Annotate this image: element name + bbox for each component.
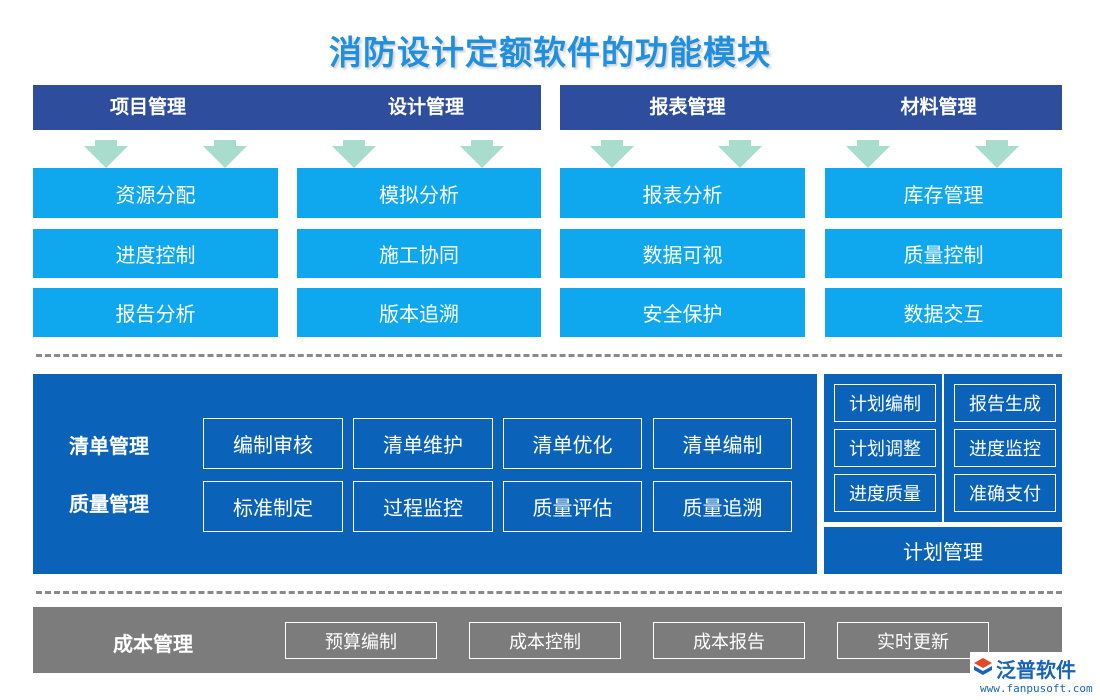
cost-management-panel: 成本管理 预算编制 成本控制 成本报告 实时更新 xyxy=(33,607,1062,673)
module-report-analytics: 报表分析 xyxy=(560,168,805,218)
item-quality-assessment: 质量评估 xyxy=(503,481,642,532)
item-standard-setting: 标准制定 xyxy=(203,481,343,532)
item-budget-compilation: 预算编制 xyxy=(285,622,437,659)
arrow-down-icon xyxy=(460,140,504,168)
item-cost-control: 成本控制 xyxy=(469,622,621,659)
module-quality-control: 质量控制 xyxy=(825,229,1062,278)
module-inventory-management: 库存管理 xyxy=(825,168,1062,218)
page-title: 消防设计定额软件的功能模块 xyxy=(329,33,771,72)
plan-panel-right: 报告生成 进度监控 准确支付 xyxy=(944,374,1062,522)
watermark-url: www.fanpusoft.com xyxy=(980,682,1093,695)
item-plan-adjustment: 计划调整 xyxy=(834,429,936,467)
arrow-down-icon xyxy=(203,140,247,168)
item-report-generation: 报告生成 xyxy=(954,384,1056,422)
label-quality-management: 质量管理 xyxy=(69,492,149,516)
watermark: 泛普软件 www.fanpusoft.com xyxy=(970,652,1096,698)
header-bar-right: 报表管理 材料管理 xyxy=(560,85,1062,130)
arrow-down-icon xyxy=(590,140,634,168)
item-progress-quality: 进度质量 xyxy=(834,474,936,512)
item-list-maintenance: 清单维护 xyxy=(353,418,493,469)
arrow-down-icon xyxy=(332,140,376,168)
item-compile-review: 编制审核 xyxy=(203,418,343,469)
header-bar-left: 项目管理 设计管理 xyxy=(33,85,541,130)
watermark-logo-text: 泛普软件 xyxy=(996,658,1076,682)
module-construction-collaboration: 施工协同 xyxy=(297,229,541,278)
fanpu-logo-icon xyxy=(972,656,994,678)
item-list-compilation: 清单编制 xyxy=(653,418,792,469)
module-security-protection: 安全保护 xyxy=(560,288,805,337)
item-process-monitoring: 过程监控 xyxy=(353,481,493,532)
module-version-tracing: 版本追溯 xyxy=(297,288,541,337)
dashed-divider xyxy=(36,591,1062,594)
item-quality-tracing: 质量追溯 xyxy=(653,481,792,532)
header-material-management: 材料管理 xyxy=(900,96,977,118)
arrow-down-icon xyxy=(975,140,1019,168)
module-data-visualization: 数据可视 xyxy=(560,229,805,278)
header-report-management: 报表管理 xyxy=(649,96,726,118)
dashed-divider xyxy=(36,354,1062,357)
header-project-management: 项目管理 xyxy=(109,96,186,118)
module-simulation-analysis: 模拟分析 xyxy=(297,168,541,218)
list-quality-panel: 清单管理 质量管理 编制审核 清单维护 清单优化 清单编制 标准制定 过程监控 … xyxy=(33,374,817,574)
header-design-management: 设计管理 xyxy=(387,96,464,118)
label-cost-management: 成本管理 xyxy=(113,632,193,656)
arrow-down-icon xyxy=(84,140,128,168)
module-progress-control: 进度控制 xyxy=(33,229,278,278)
item-realtime-update: 实时更新 xyxy=(837,622,989,659)
label-list-management: 清单管理 xyxy=(69,434,149,458)
arrow-down-icon xyxy=(846,140,890,168)
item-list-optimization: 清单优化 xyxy=(503,418,642,469)
plan-panel-left: 计划编制 计划调整 进度质量 xyxy=(824,374,942,522)
item-accurate-payment: 准确支付 xyxy=(954,474,1056,512)
module-data-exchange: 数据交互 xyxy=(825,288,1062,337)
module-report-analysis: 报告分析 xyxy=(33,288,278,337)
module-resource-allocation: 资源分配 xyxy=(33,168,278,218)
plan-management-label: 计划管理 xyxy=(824,527,1062,574)
item-cost-report: 成本报告 xyxy=(653,622,805,659)
arrow-down-icon xyxy=(718,140,762,168)
item-progress-monitoring: 进度监控 xyxy=(954,429,1056,467)
item-plan-compilation: 计划编制 xyxy=(834,384,936,422)
